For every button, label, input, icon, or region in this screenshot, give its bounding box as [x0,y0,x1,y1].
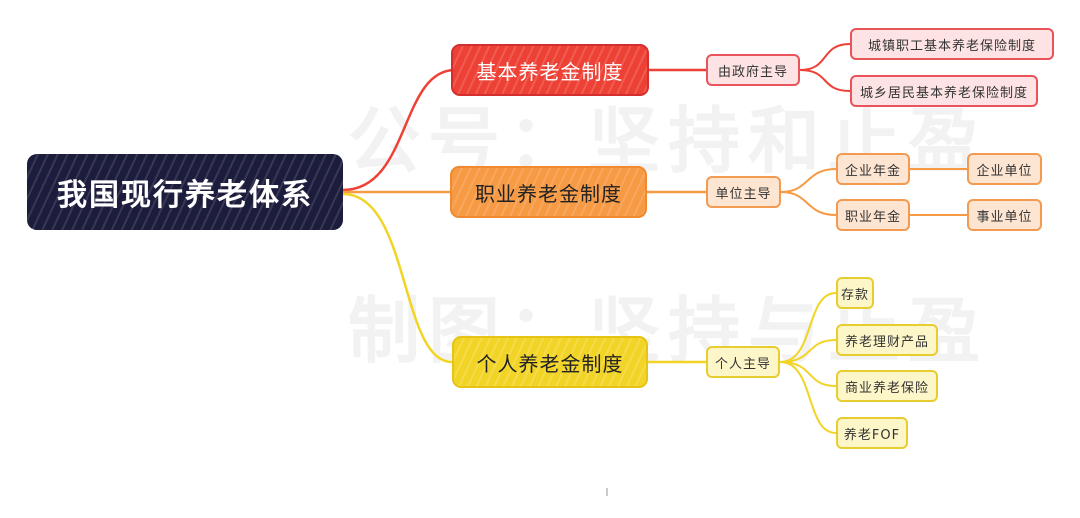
branch-personal: 个人养老金制度 [452,336,648,388]
connector-basic-item-0 [799,43,851,71]
basic-item-1: 城乡居民基本养老保险制度 [850,75,1038,107]
connector-personal-item-2 [779,361,837,387]
connector-root-personal [342,192,453,364]
basic-item-0: 城镇职工基本养老保险制度 [850,28,1054,60]
connector-root-basic [342,68,456,192]
connector-basic-item-1 [799,69,851,92]
branch-occupational: 职业养老金制度 [450,166,647,218]
occupational-lead: 单位主导 [706,176,781,208]
divider-mark [606,488,608,496]
connector-occupational-item-1 [780,191,837,216]
occupational-item-0: 企业年金 [836,153,910,185]
occupational-item-1: 职业年金 [836,199,910,231]
connector-personal-item-3 [779,361,837,434]
branch-basic: 基本养老金制度 [451,44,649,96]
connector-personal-item-1 [779,339,837,363]
connector-personal-item-0 [779,292,837,363]
occupational-leaf-0: 企业单位 [967,153,1042,185]
root-node: 我国现行养老体系 [27,154,343,230]
personal-item-1: 养老理财产品 [836,324,938,356]
connector-occupational-item-0 [780,168,837,193]
personal-item-0: 存款 [836,277,874,309]
personal-item-3: 养老FOF [836,417,908,449]
basic-lead: 由政府主导 [706,54,800,86]
occupational-leaf-1: 事业单位 [967,199,1042,231]
personal-item-2: 商业养老保险 [836,370,938,402]
personal-lead: 个人主导 [706,346,780,378]
